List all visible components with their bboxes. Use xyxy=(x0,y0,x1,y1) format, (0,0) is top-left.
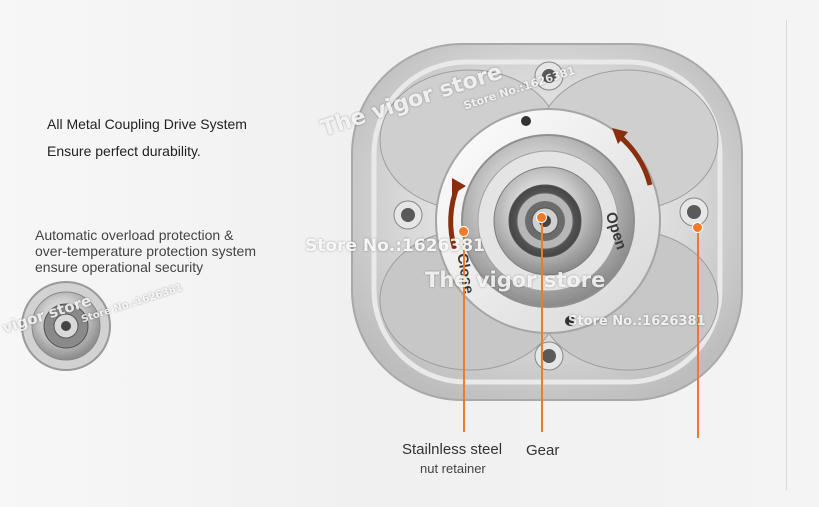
pointer-dot-stainless-steel xyxy=(458,226,469,237)
pointer-gear xyxy=(541,218,543,432)
coupling-thumbnail xyxy=(21,281,111,371)
pointer-coupling xyxy=(697,228,699,438)
pointer-dot-gear xyxy=(536,212,547,223)
label-stainless-steel: Stailnless steel xyxy=(402,441,503,458)
screw-boss-right xyxy=(679,197,709,227)
label-gear: Gear xyxy=(526,442,560,459)
label-nut-retainer: nut retainer xyxy=(420,461,486,476)
feature-heading: All Metal Coupling Drive System xyxy=(47,116,247,132)
pointer-dot-coupling xyxy=(692,222,703,233)
watermark-store-number-mid: Store No.:1626381 xyxy=(305,236,485,256)
protection-line-3: ensure operational security xyxy=(35,259,204,275)
pointer-stainless-steel xyxy=(463,232,465,432)
divider-line xyxy=(786,20,787,490)
protection-line-2: over-temperature protection system xyxy=(35,243,256,259)
watermark-store-number-right: Store No.:1626381 xyxy=(568,314,706,329)
screw-boss-bottom xyxy=(534,341,564,371)
screw-boss-left xyxy=(393,200,423,230)
watermark-brand-mid: The vigor store xyxy=(425,268,606,292)
feature-subheading: Ensure perfect durability. xyxy=(47,143,201,159)
protection-line-1: Automatic overload protection & xyxy=(35,227,234,243)
screw-boss-top xyxy=(534,61,564,91)
